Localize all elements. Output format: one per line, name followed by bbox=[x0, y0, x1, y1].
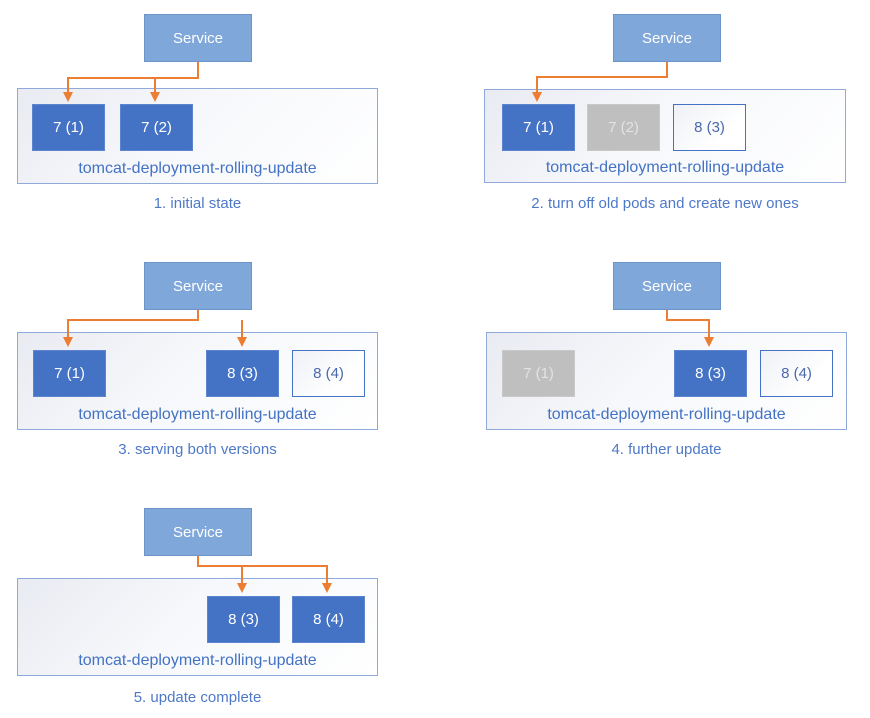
pod: 8 (3) bbox=[674, 350, 747, 397]
deployment-label: tomcat-deployment-rolling-update bbox=[547, 406, 786, 423]
pod: 7 (1) bbox=[32, 104, 105, 151]
pod: 7 (2) bbox=[587, 104, 660, 151]
service-label: Service bbox=[172, 29, 224, 47]
service-box: Service bbox=[144, 262, 252, 310]
pod: 8 (4) bbox=[292, 596, 365, 643]
deployment-label: tomcat-deployment-rolling-update bbox=[78, 160, 317, 177]
panel-caption: 5. update complete bbox=[133, 689, 262, 706]
deployment-label: tomcat-deployment-rolling-update bbox=[545, 159, 785, 176]
panel-caption: 1. initial state bbox=[153, 195, 242, 212]
deployment-label: tomcat-deployment-rolling-update bbox=[78, 406, 317, 423]
deployment-box: 7 (1) 7 (2) 8 (3) tomcat-deployment-roll… bbox=[484, 89, 846, 183]
deployment-box: 7 (1) 8 (3) 8 (4) tomcat-deployment-roll… bbox=[17, 332, 378, 430]
pod: 7 (1) bbox=[502, 104, 575, 151]
service-label: Service bbox=[172, 277, 224, 295]
panel-caption: 3. serving both versions bbox=[118, 441, 277, 458]
pod: 7 (1) bbox=[502, 350, 575, 397]
pod: 8 (4) bbox=[760, 350, 833, 397]
pod: 7 (2) bbox=[120, 104, 193, 151]
deployment-box: 7 (1) 8 (3) 8 (4) tomcat-deployment-roll… bbox=[486, 332, 847, 430]
pod: 8 (3) bbox=[207, 596, 280, 643]
pod: 7 (1) bbox=[33, 350, 106, 397]
panel-caption: 4. further update bbox=[611, 441, 722, 458]
service-label: Service bbox=[641, 29, 693, 47]
service-label: Service bbox=[641, 277, 693, 295]
service-label: Service bbox=[172, 523, 224, 541]
service-box: Service bbox=[613, 14, 721, 62]
panel-caption: 2. turn off old pods and create new ones bbox=[531, 195, 799, 212]
pod: 8 (3) bbox=[673, 104, 746, 151]
service-box: Service bbox=[144, 14, 252, 62]
pod: 8 (3) bbox=[206, 350, 279, 397]
service-box: Service bbox=[613, 262, 721, 310]
deployment-box: 7 (1) 7 (2) tomcat-deployment-rolling-up… bbox=[17, 88, 378, 184]
pod: 8 (4) bbox=[292, 350, 365, 397]
deployment-box: 8 (3) 8 (4) tomcat-deployment-rolling-up… bbox=[17, 578, 378, 676]
service-box: Service bbox=[144, 508, 252, 556]
deployment-label: tomcat-deployment-rolling-update bbox=[78, 652, 317, 669]
